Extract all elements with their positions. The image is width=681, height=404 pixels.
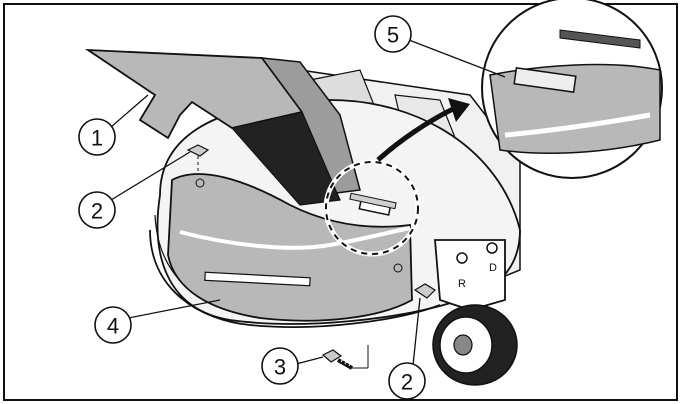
wing-nut-left [186,144,210,188]
latch-clip [349,192,397,216]
zoom-arrow-head [448,98,470,122]
bolt [321,345,369,370]
grass-discharge-chute [84,48,361,206]
panel-letter-d: D [489,262,497,274]
wheel-bracket: R D [434,239,506,311]
callout-5: 5 [374,15,412,53]
wing-nut-right [393,263,436,299]
callout-1: 1 [78,118,116,156]
panel-letter-r: R [458,278,466,290]
callout-4-number: 4 [107,314,119,339]
callout-5-number: 5 [387,23,399,48]
zoom-arrow [376,105,457,162]
callout-2-right-number: 2 [401,370,413,395]
discharge-deflector-shield [167,173,413,322]
callout-2-left-number: 2 [91,199,103,224]
callout-3: 3 [261,347,299,385]
callout-2-left: 2 [78,191,116,229]
leader-lines [110,39,506,376]
callout-3-number: 3 [274,355,286,380]
callout-1-number: 1 [91,126,103,151]
callout-2-right: 2 [388,362,426,400]
detail-dashed-circle [325,161,419,255]
deck-wheel [432,304,518,386]
callout-4: 4 [94,306,132,344]
detail-magnifier [481,0,663,179]
